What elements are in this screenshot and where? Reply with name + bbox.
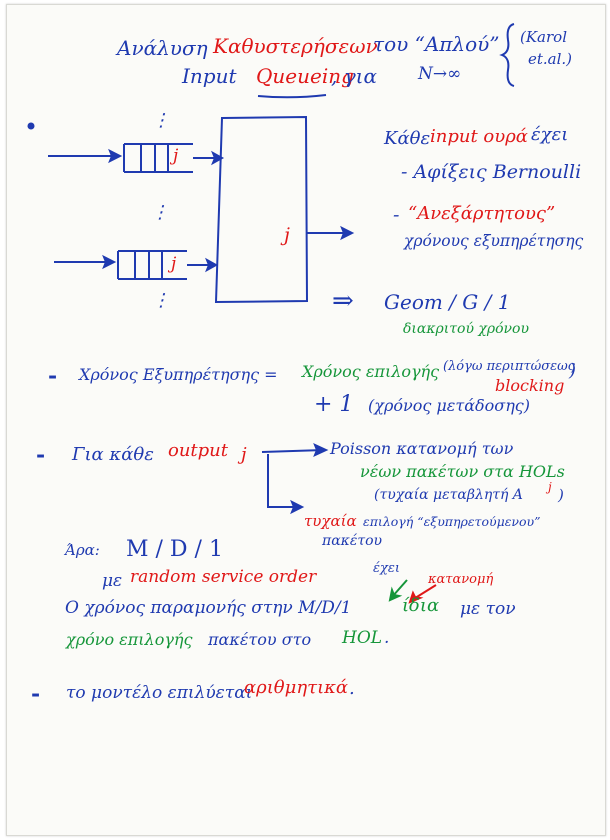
final-period: . (349, 678, 355, 699)
title-word-input: Input (182, 64, 237, 88)
conclusion-random-service-order: random service order (130, 567, 317, 587)
input-queue-top (123, 143, 193, 173)
echei-arrow (388, 579, 408, 602)
conclusion-hol: HOL (342, 628, 383, 648)
branch1-line1: Poisson κατανομή των (330, 439, 514, 458)
conclusion-packet-at: πακέτου στο (208, 630, 312, 649)
diagram-dots-bottom: ⋮ (152, 290, 170, 311)
title-n-infinity: N→∞ (418, 64, 462, 84)
branch1-close-paren: ) (558, 486, 564, 504)
note-implies-arrow: ⇒ (332, 286, 354, 316)
note-independent: “Ανεξάρτητους” (408, 203, 556, 224)
queueing-underline (257, 94, 327, 99)
output-word: output (168, 440, 229, 461)
service-transmission-time: (χρόνος μετάδοσης) (368, 396, 530, 415)
conclusion-same: ίδια (402, 595, 440, 616)
final-dash: - (31, 681, 41, 707)
service-due-to: (λόγω περιπτώσεως (443, 359, 575, 374)
branch2-packet: πακέτου (322, 533, 383, 549)
input-queue-bottom (117, 250, 187, 280)
note-discrete-time: διακριτού χρόνου (403, 321, 529, 337)
conclusion-as: με τον (460, 599, 516, 619)
service-label: Χρόνος Εξυπηρέτησης = (79, 365, 278, 384)
queue-label-top: j (173, 146, 179, 166)
note-input-queue: input ουρά (430, 126, 528, 147)
note-has: έχει (531, 124, 569, 145)
note-each: Κάθε (384, 128, 431, 149)
output-branch-arrows (261, 443, 329, 515)
diagram-dots-top: ⋮ (152, 110, 170, 131)
conclusion-selection-time: χρόνο επιλογής (66, 630, 193, 649)
branch1-line3: (τυχαία μεταβλητή A (374, 487, 523, 503)
branch1-line2: νέων πακέτων στα HOLs (360, 462, 565, 481)
note-geom-g-1: Geom / G / 1 (384, 290, 511, 314)
final-numerically: αριθμητικά (244, 677, 349, 698)
conclusion-distribution: κατανομή (428, 572, 494, 587)
service-plus-one: + 1 (314, 392, 354, 417)
conclusion-therefore: Άρα: (65, 541, 100, 559)
service-selection-time: Χρόνος επιλογής (302, 362, 440, 381)
title-word-queueing: Queueing (256, 64, 354, 88)
title-word-for: , για (331, 64, 378, 88)
title-word-analysis: Ανάλυση (117, 36, 208, 60)
switch-output-arrow (306, 225, 355, 241)
switch-box (214, 115, 309, 304)
katanomi-arrow (408, 584, 437, 604)
branch1-variable-superscript: j (548, 480, 552, 494)
conclusion-with: με (102, 571, 123, 591)
bullet-dot (27, 122, 35, 130)
input-arrows (48, 148, 225, 273)
title-word-simple: του “Απλού” (373, 32, 500, 56)
note-bernoulli: - Αφίξεις Bernoulli (401, 161, 582, 183)
title-reference-line2: et.al.) (528, 50, 573, 68)
output-dash: - (36, 442, 46, 468)
output-j: j (241, 444, 247, 465)
note-service-times: χρόνους εξυπηρέτησης (404, 232, 584, 250)
service-blocking: blocking (495, 376, 565, 395)
service-close-paren: ) (569, 360, 577, 381)
title-brace (499, 23, 515, 87)
conclusion-has: έχει (373, 561, 400, 576)
branch2-selection: επιλογή “εξυπηρετούμενου” (363, 514, 541, 529)
diagram-dots-middle: ⋮ (151, 202, 169, 223)
title-reference-line1: (Karol (520, 28, 567, 46)
conclusion-model: M / D / 1 (126, 537, 223, 562)
queue-label-bottom: j (171, 254, 177, 274)
final-model-solved: το μοντέλο επιλύεται (66, 683, 253, 703)
conclusion-period: . (384, 628, 390, 648)
service-dash: - (48, 363, 58, 389)
switch-output-label: j (284, 224, 290, 246)
title-word-delays: Καθυστερήσεων (213, 34, 378, 58)
branch2-random: τυχαία (304, 512, 357, 530)
conclusion-waiting-time: Ο χρόνος παραμονής στην M/D/1 (65, 598, 352, 618)
note-independent-dash: - (393, 204, 400, 226)
output-for-each: Για κάθε (72, 444, 154, 465)
